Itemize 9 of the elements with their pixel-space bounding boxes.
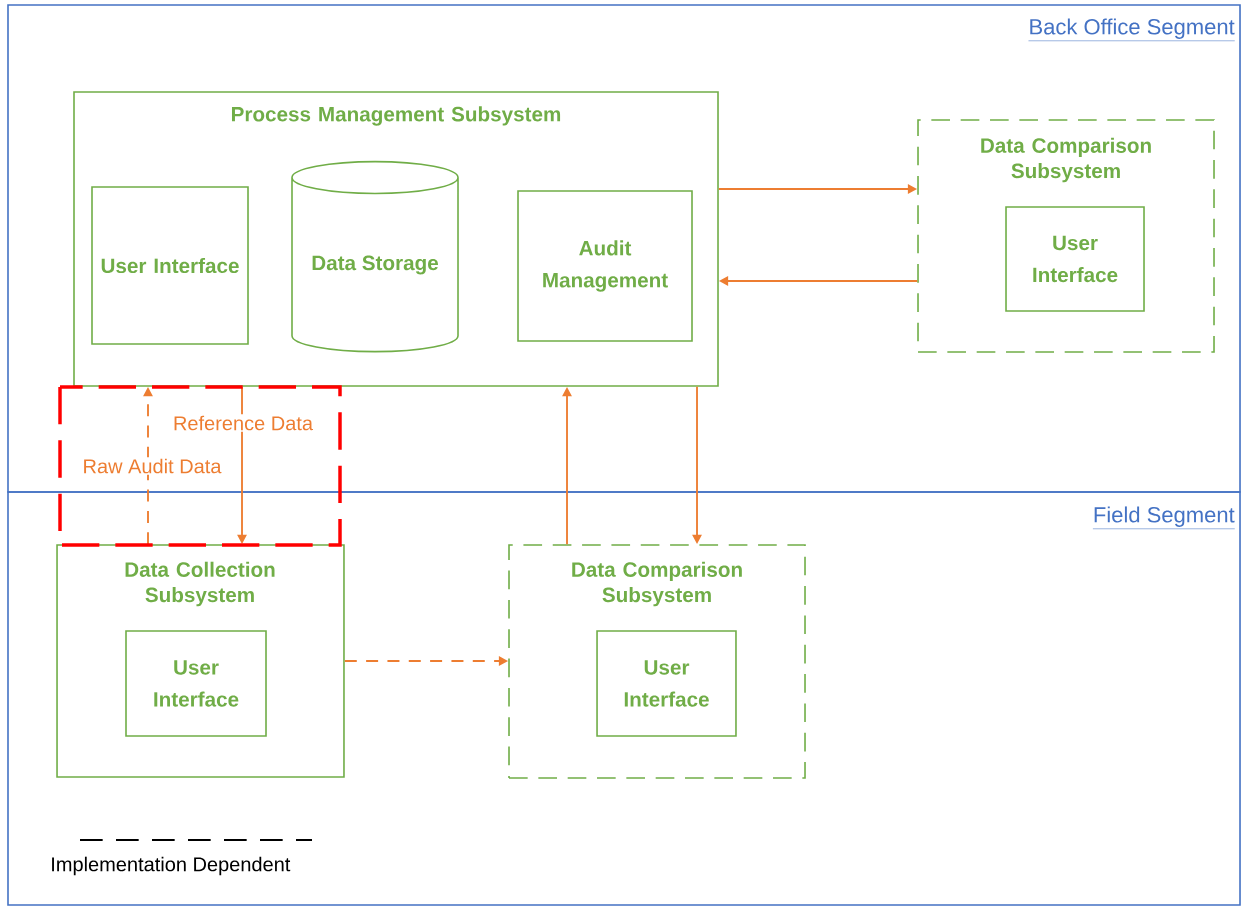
edge-label: Raw Audit Data <box>81 457 223 475</box>
component-box: User Interface <box>91 186 249 345</box>
component-box: User Interface <box>596 630 737 737</box>
component-box: Audit Management <box>517 190 693 342</box>
database-cylinder: Data Storage <box>291 160 459 353</box>
edge-label: Reference Data <box>171 414 315 432</box>
legend-label: Implementation Dependent <box>52 856 291 876</box>
component-box: User Interface <box>125 630 267 737</box>
component-box: User Interface <box>1005 206 1145 312</box>
